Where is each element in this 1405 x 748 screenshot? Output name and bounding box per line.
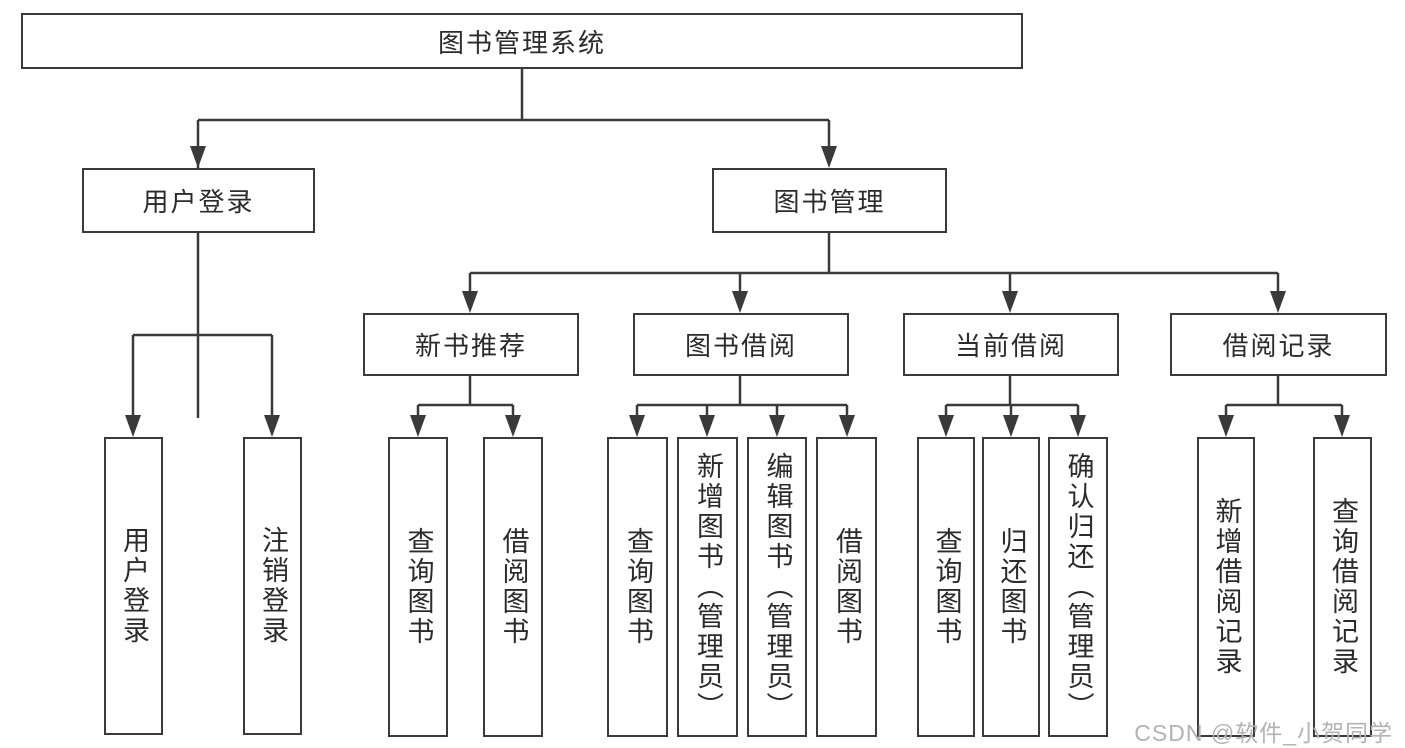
node-new-book-recommend: 新书推荐 xyxy=(363,313,579,376)
node-book-borrowing: 图书借阅 xyxy=(633,313,849,376)
leaf-query-borrow-record: 查询借阅记录 xyxy=(1313,437,1372,737)
leaf-query-books-3-label: 查询图书 xyxy=(931,527,962,647)
leaf-confirm-return-admin: 确认归还（管理员） xyxy=(1048,437,1108,737)
leaf-add-books-admin: 新增图书（管理员） xyxy=(677,437,738,737)
node-root-system: 图书管理系统 xyxy=(21,13,1023,69)
node-current-borrowing: 当前借阅 xyxy=(903,313,1119,376)
leaf-query-books-2: 查询图书 xyxy=(607,437,668,737)
leaf-add-borrow-record-label: 新增借阅记录 xyxy=(1211,497,1242,677)
leaf-query-books-2-label: 查询图书 xyxy=(623,527,653,647)
leaf-user-login: 用户登录 xyxy=(104,437,163,735)
node-current-borrowing-label: 当前借阅 xyxy=(954,331,1067,361)
node-book-management-label: 图书管理 xyxy=(773,187,886,217)
leaf-borrow-books-label: 借阅图书 xyxy=(498,527,529,647)
leaf-query-books-label: 查询图书 xyxy=(403,527,434,647)
leaf-borrow-books-2-label: 借阅图书 xyxy=(832,527,862,647)
leaf-query-borrow-record-label: 查询借阅记录 xyxy=(1328,497,1358,677)
leaf-add-borrow-record: 新增借阅记录 xyxy=(1197,437,1255,737)
node-user-login-label: 用户登录 xyxy=(142,187,255,217)
leaf-confirm-return-admin-label: 确认归还（管理员） xyxy=(1063,452,1094,722)
arrowheads xyxy=(125,146,1350,437)
node-new-book-recommend-label: 新书推荐 xyxy=(414,331,527,361)
node-borrow-records: 借阅记录 xyxy=(1170,313,1387,376)
node-book-borrowing-label: 图书借阅 xyxy=(684,331,797,361)
leaf-query-books: 查询图书 xyxy=(388,437,448,737)
leaf-query-books-3: 查询图书 xyxy=(917,437,975,737)
leaf-logout-label: 注销登录 xyxy=(258,526,288,646)
leaf-borrow-books-2: 借阅图书 xyxy=(816,437,877,737)
leaf-return-books-label: 归还图书 xyxy=(996,527,1027,647)
leaf-edit-books-admin: 编辑图书（管理员） xyxy=(747,437,807,737)
node-borrow-records-label: 借阅记录 xyxy=(1222,331,1335,361)
csdn-watermark: CSDN @软件_小贺同学 xyxy=(1134,720,1393,746)
leaf-logout: 注销登录 xyxy=(243,437,302,735)
node-user-login: 用户登录 xyxy=(82,168,315,233)
leaf-add-books-admin-label: 新增图书（管理员） xyxy=(693,452,723,722)
leaf-user-login-label: 用户登录 xyxy=(119,526,149,646)
leaf-borrow-books: 借阅图书 xyxy=(483,437,543,737)
leaf-edit-books-admin-label: 编辑图书（管理员） xyxy=(762,452,793,722)
node-book-management: 图书管理 xyxy=(712,168,947,233)
leaf-return-books: 归还图书 xyxy=(982,437,1040,737)
node-root-label: 图书管理系统 xyxy=(437,27,606,58)
